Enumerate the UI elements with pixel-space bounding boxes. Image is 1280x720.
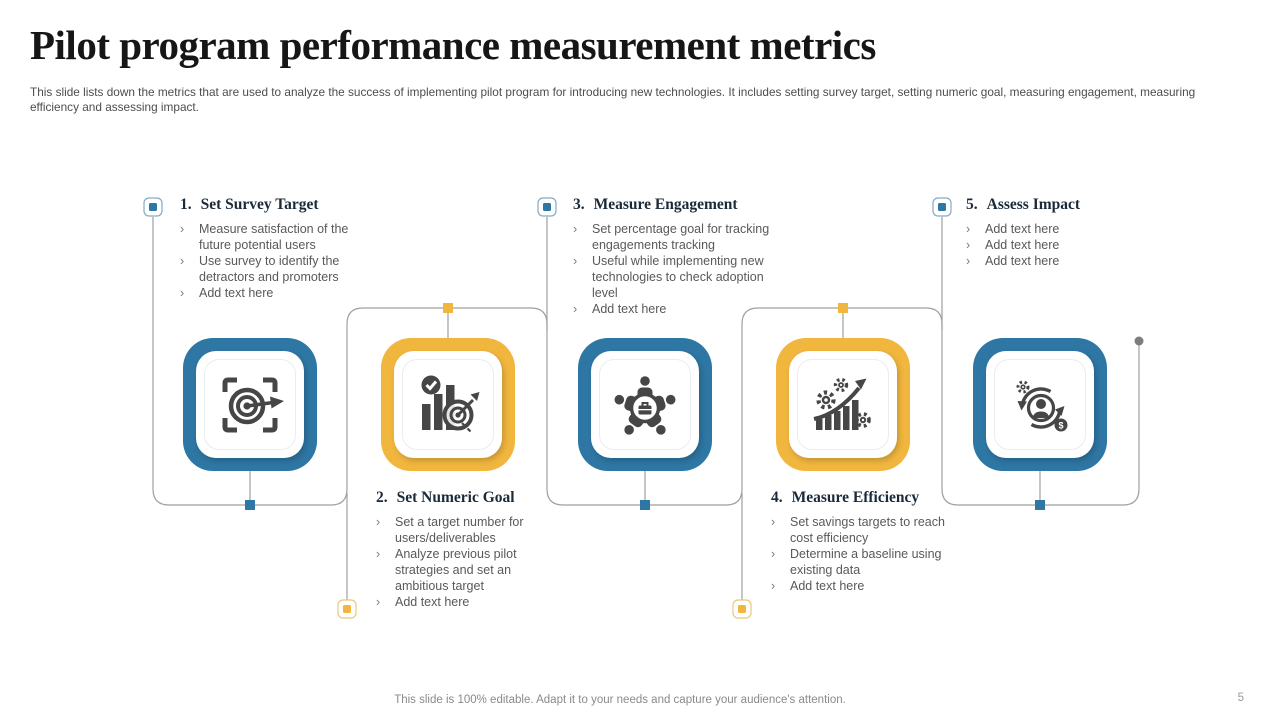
step-bullets-5: ›Add text here ›Add text here ›Add text … <box>966 221 1136 269</box>
slide-description: This slide lists down the metrics that a… <box>30 85 1196 114</box>
step-heading-2: 2.Set Numeric Goal <box>376 489 515 506</box>
icon-frame-2 <box>381 338 515 471</box>
bullet-glyph: › <box>966 254 971 268</box>
target-dart-icon <box>222 377 284 432</box>
step-text-1: 1.Set Survey Target ›Measure satisfactio… <box>180 196 366 301</box>
bullet-item: ›Add text here <box>966 254 1060 268</box>
step-badge-1 <box>143 197 163 217</box>
bullet-item: ›Add text here <box>966 222 1060 236</box>
icon-frame-1 <box>183 338 317 471</box>
step-badge-3 <box>537 197 557 217</box>
team-engagement-icon <box>612 375 678 438</box>
svg-text:$: $ <box>1058 420 1063 430</box>
bullet-item: ›Set savings targets to reach cost effic… <box>771 515 945 545</box>
bullet-glyph: › <box>573 302 578 316</box>
step-title-4: Measure Efficiency <box>791 489 920 506</box>
icon-frame-3 <box>578 338 712 471</box>
growth-gears-icon <box>813 377 871 430</box>
node-square-yellow <box>443 303 453 313</box>
step-heading-1: 1.Set Survey Target <box>180 196 319 213</box>
stub-lines <box>249 217 1041 600</box>
bullet-glyph: › <box>376 515 381 529</box>
bullet-item: ›Useful while implementing new technolog… <box>573 254 764 300</box>
bullet-item: ›Determine a baseline using existing dat… <box>771 547 942 577</box>
step-text-3: 3.Measure Engagement ›Set percentage goa… <box>573 196 785 317</box>
bar-chart-target-icon <box>421 375 480 432</box>
bullet-item: ›Analyze previous pilot strategies and s… <box>376 547 517 593</box>
bullet-glyph: › <box>966 222 971 236</box>
icon-frame-5: $ <box>973 338 1107 471</box>
page-title: Pilot program performance measurement me… <box>30 22 876 68</box>
node-square-blue <box>640 500 650 510</box>
step-heading-3: 3.Measure Engagement <box>573 196 738 213</box>
bullet-glyph: › <box>573 222 578 236</box>
step-heading-4: 4.Measure Efficiency <box>771 489 920 506</box>
bullet-item: ›Add text here <box>966 238 1060 252</box>
footer-note: This slide is 100% editable. Adapt it to… <box>394 694 846 706</box>
bullet-glyph: › <box>376 595 381 609</box>
bullet-item: ›Use survey to identify the detractors a… <box>180 254 340 284</box>
bullet-glyph: › <box>573 254 578 268</box>
bullet-item: ›Add text here <box>771 579 865 593</box>
node-square-blue <box>245 500 255 510</box>
bullet-item: ›Add text here <box>573 302 667 316</box>
node-square-blue <box>1035 500 1045 510</box>
step-title-2: Set Numeric Goal <box>396 489 515 506</box>
bullet-glyph: › <box>771 547 776 561</box>
bullet-glyph: › <box>771 515 776 529</box>
page-number: 5 <box>1237 692 1244 704</box>
bullet-item: ›Add text here <box>180 286 274 300</box>
bullet-glyph: › <box>180 254 185 268</box>
step-text-2: 2.Set Numeric Goal ›Set a target number … <box>376 489 544 610</box>
bullet-item: ›Add text here <box>376 595 470 609</box>
bullet-item: ›Set a target number for users/deliverab… <box>376 515 524 545</box>
step-badge-2 <box>337 599 357 619</box>
step-text-5: 5.Assess Impact ›Add text here ›Add text… <box>966 196 1136 269</box>
step-badge-5 <box>932 197 952 217</box>
icon-frame-4 <box>776 338 910 471</box>
step-bullets-1: ›Measure satisfaction of the future pote… <box>180 221 366 301</box>
step-bullets-4: ›Set savings targets to reach cost effic… <box>771 514 945 594</box>
step-bullets-3: ›Set percentage goal for tracking engage… <box>573 221 785 317</box>
step-bullets-2: ›Set a target number for users/deliverab… <box>376 514 544 610</box>
bullet-item: ›Set percentage goal for tracking engage… <box>573 222 770 252</box>
bullet-glyph: › <box>180 222 185 236</box>
step-title-3: Measure Engagement <box>593 196 738 213</box>
bullet-glyph: › <box>771 579 776 593</box>
bullet-item: ›Measure satisfaction of the future pote… <box>180 222 349 252</box>
step-badge-4 <box>732 599 752 619</box>
bullet-glyph: › <box>376 547 381 561</box>
end-dot <box>1134 336 1144 346</box>
bullet-glyph: › <box>966 238 971 252</box>
step-text-4: 4.Measure Efficiency ›Set savings target… <box>771 489 945 594</box>
step-title-5: Assess Impact <box>986 196 1081 213</box>
user-cycle-icon: $ <box>1016 380 1068 431</box>
node-square-yellow <box>838 303 848 313</box>
step-heading-5: 5.Assess Impact <box>966 196 1081 213</box>
bullet-glyph: › <box>180 286 185 300</box>
step-title-1: Set Survey Target <box>200 196 319 213</box>
